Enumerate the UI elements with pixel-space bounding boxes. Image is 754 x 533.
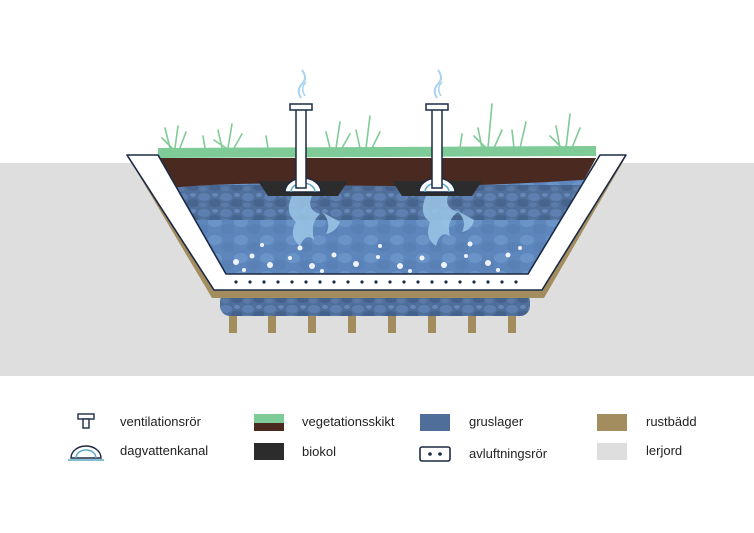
basin-liner: [126, 154, 627, 291]
gravel-swatch: [420, 414, 450, 431]
half-dome-icon: [68, 445, 104, 461]
ventilation-pipe-right: [425, 69, 449, 189]
clay-soil-swatch: [597, 443, 627, 460]
water-splash: [288, 196, 474, 246]
legend-label-drain-pipe: avluftningsrör: [469, 446, 548, 461]
legend-label-rust-bed: rustbädd: [646, 414, 697, 429]
topsoil-layer: [158, 158, 596, 190]
ventilation-pipe-left: [289, 69, 313, 189]
grass-tufts: [161, 103, 581, 149]
vegetation-swatch: [254, 414, 284, 431]
legend-label-ventilation-pipe: ventilationsrör: [120, 414, 201, 429]
legend-label-gravel-layer: gruslager: [469, 414, 524, 429]
legend-label-biochar: biokol: [302, 444, 336, 459]
legend-label-clay-soil: lerjord: [646, 443, 683, 458]
vegetation-layer: [158, 146, 596, 158]
aeration-pipe-dots: [234, 280, 518, 284]
t-pipe-icon: [77, 413, 95, 429]
rust-bed-swatch: [597, 414, 627, 431]
biochar-swatch: [254, 443, 284, 460]
gravel-layer-upper: [158, 185, 596, 220]
legend-label-vegetation-layer: vegetationsskikt: [302, 414, 395, 429]
perforated-pipe-icon: [419, 446, 451, 462]
legend-label-stormwater-channel: dagvattenkanal: [120, 443, 209, 458]
